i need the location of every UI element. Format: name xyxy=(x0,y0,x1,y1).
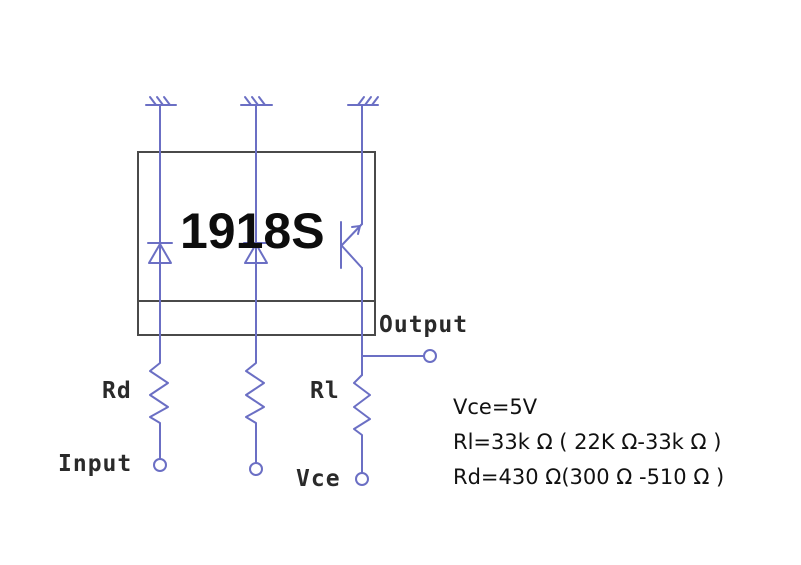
resistor-rl xyxy=(353,374,371,486)
output-terminal xyxy=(423,349,437,363)
spec-vce: Vce=5V xyxy=(453,395,538,419)
chip-label: 1918S xyxy=(180,203,325,259)
vce-terminal xyxy=(355,472,369,486)
transistor-icon xyxy=(340,221,363,269)
right-rail xyxy=(340,104,363,376)
ground-symbol-left xyxy=(145,96,177,106)
output-branch xyxy=(361,349,437,363)
spec-rl: Rl=33k Ω ( 22K Ω-33k Ω ) xyxy=(453,430,721,454)
resistor-rd xyxy=(149,359,169,472)
resistor-middle xyxy=(245,359,265,476)
spec-rd: Rd=430 Ω(300 Ω -510 Ω ) xyxy=(453,465,724,489)
input-label: Input xyxy=(58,451,132,477)
ground-symbol-right xyxy=(347,96,379,106)
middle-rail xyxy=(243,104,269,361)
middle-terminal xyxy=(249,462,263,476)
ground-symbol-middle xyxy=(240,96,273,106)
rd-label: Rd xyxy=(102,378,132,404)
left-rail xyxy=(147,104,173,361)
output-label: Output xyxy=(379,312,468,338)
rl-label: Rl xyxy=(310,378,340,404)
input-terminal xyxy=(153,458,167,472)
diode-icon-middle xyxy=(243,242,269,264)
diode-icon-left xyxy=(147,242,173,264)
vce-label: Vce xyxy=(296,466,341,492)
